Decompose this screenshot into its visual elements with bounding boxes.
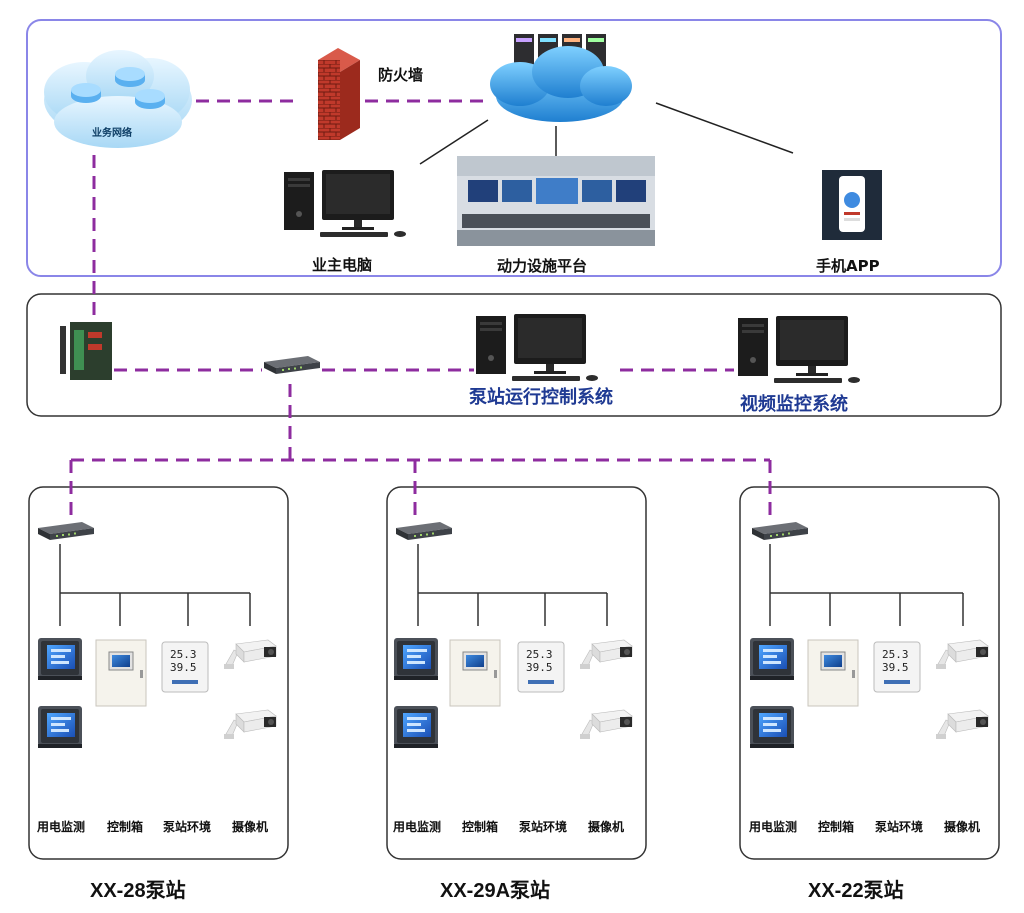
control-room-image — [457, 156, 655, 246]
station-22-environment-sensor-icon: 25.3 39.5 — [873, 641, 921, 693]
power-monitor-label: 用电监测 — [749, 820, 798, 834]
power-monitor-label: 用电监测 — [37, 820, 86, 834]
solid-links — [419, 102, 794, 165]
station-tree-lines — [59, 544, 964, 626]
control-box-label: 控制箱 — [462, 820, 499, 834]
station-28-panel — [28, 486, 289, 860]
station-29a-panel — [386, 486, 647, 860]
station-29a-control-box-icon — [449, 639, 501, 707]
environment-label: 泵站环境 — [163, 820, 212, 834]
video-monitor-system-label: 视频监控系统 — [740, 394, 848, 415]
station-22-control-box-icon — [807, 639, 859, 707]
firewall-icon — [318, 48, 360, 140]
station-28-power-meter-icon — [38, 706, 82, 748]
station-name-28: XX-28泵站 — [90, 880, 186, 902]
station-22-power-meter-icon — [750, 638, 794, 680]
router-icon — [71, 67, 165, 109]
environment-label: 泵站环境 — [875, 820, 924, 834]
camera-label: 摄像机 — [944, 820, 981, 834]
station-22-power-meter-icon — [750, 706, 794, 748]
station-29a-environment-sensor-icon: 25.3 39.5 — [517, 641, 565, 693]
station-28-environment-sensor-icon: 25.3 39.5 — [161, 641, 209, 693]
station-name-29a: XX-29A泵站 — [440, 880, 551, 902]
core-switch-icon — [264, 356, 320, 374]
control-box-label: 控制箱 — [107, 820, 144, 834]
video-monitor-pc-icon — [738, 316, 860, 383]
sensor-reading: 25.3 — [170, 648, 197, 661]
cloud-platform-panel — [26, 19, 1002, 277]
gateway-device-icon — [60, 322, 112, 380]
camera-label: 摄像机 — [588, 820, 625, 834]
camera-label: 摄像机 — [232, 820, 269, 834]
station-29a-power-meter-icon — [394, 638, 438, 680]
sensor-reading: 39.5 — [882, 661, 909, 674]
station-name-22: XX-22泵站 — [808, 880, 904, 902]
business-network-label: 业务网络 — [92, 128, 132, 139]
sensor-reading: 25.3 — [882, 648, 909, 661]
cloud-icon — [490, 46, 632, 122]
station-29a-power-meter-icon — [394, 706, 438, 748]
station-28-power-meter-icon — [38, 638, 82, 680]
owner-pc-label: 业主电脑 — [312, 256, 373, 274]
pump-control-pc-icon — [476, 314, 598, 381]
dashed-links — [69, 99, 772, 518]
sensor-reading: 25.3 — [526, 648, 553, 661]
environment-label: 泵站环境 — [519, 820, 568, 834]
power-platform-label: 动力设施平台 — [497, 257, 588, 275]
power-monitor-label: 用电监测 — [393, 820, 442, 834]
firewall-label: 防火墙 — [378, 66, 424, 84]
sensor-reading: 39.5 — [170, 661, 197, 674]
station-22-panel — [739, 486, 1000, 860]
pump-control-system-label: 泵站运行控制系统 — [469, 387, 613, 408]
control-layer-panel — [26, 293, 1002, 417]
sensor-reading: 39.5 — [526, 661, 553, 674]
owner-pc-icon — [284, 170, 406, 237]
mobile-app-icon — [822, 170, 882, 240]
station-28-control-box-icon — [95, 639, 147, 707]
mobile-app-label: 手机APP — [816, 257, 880, 275]
control-box-label: 控制箱 — [818, 820, 855, 834]
